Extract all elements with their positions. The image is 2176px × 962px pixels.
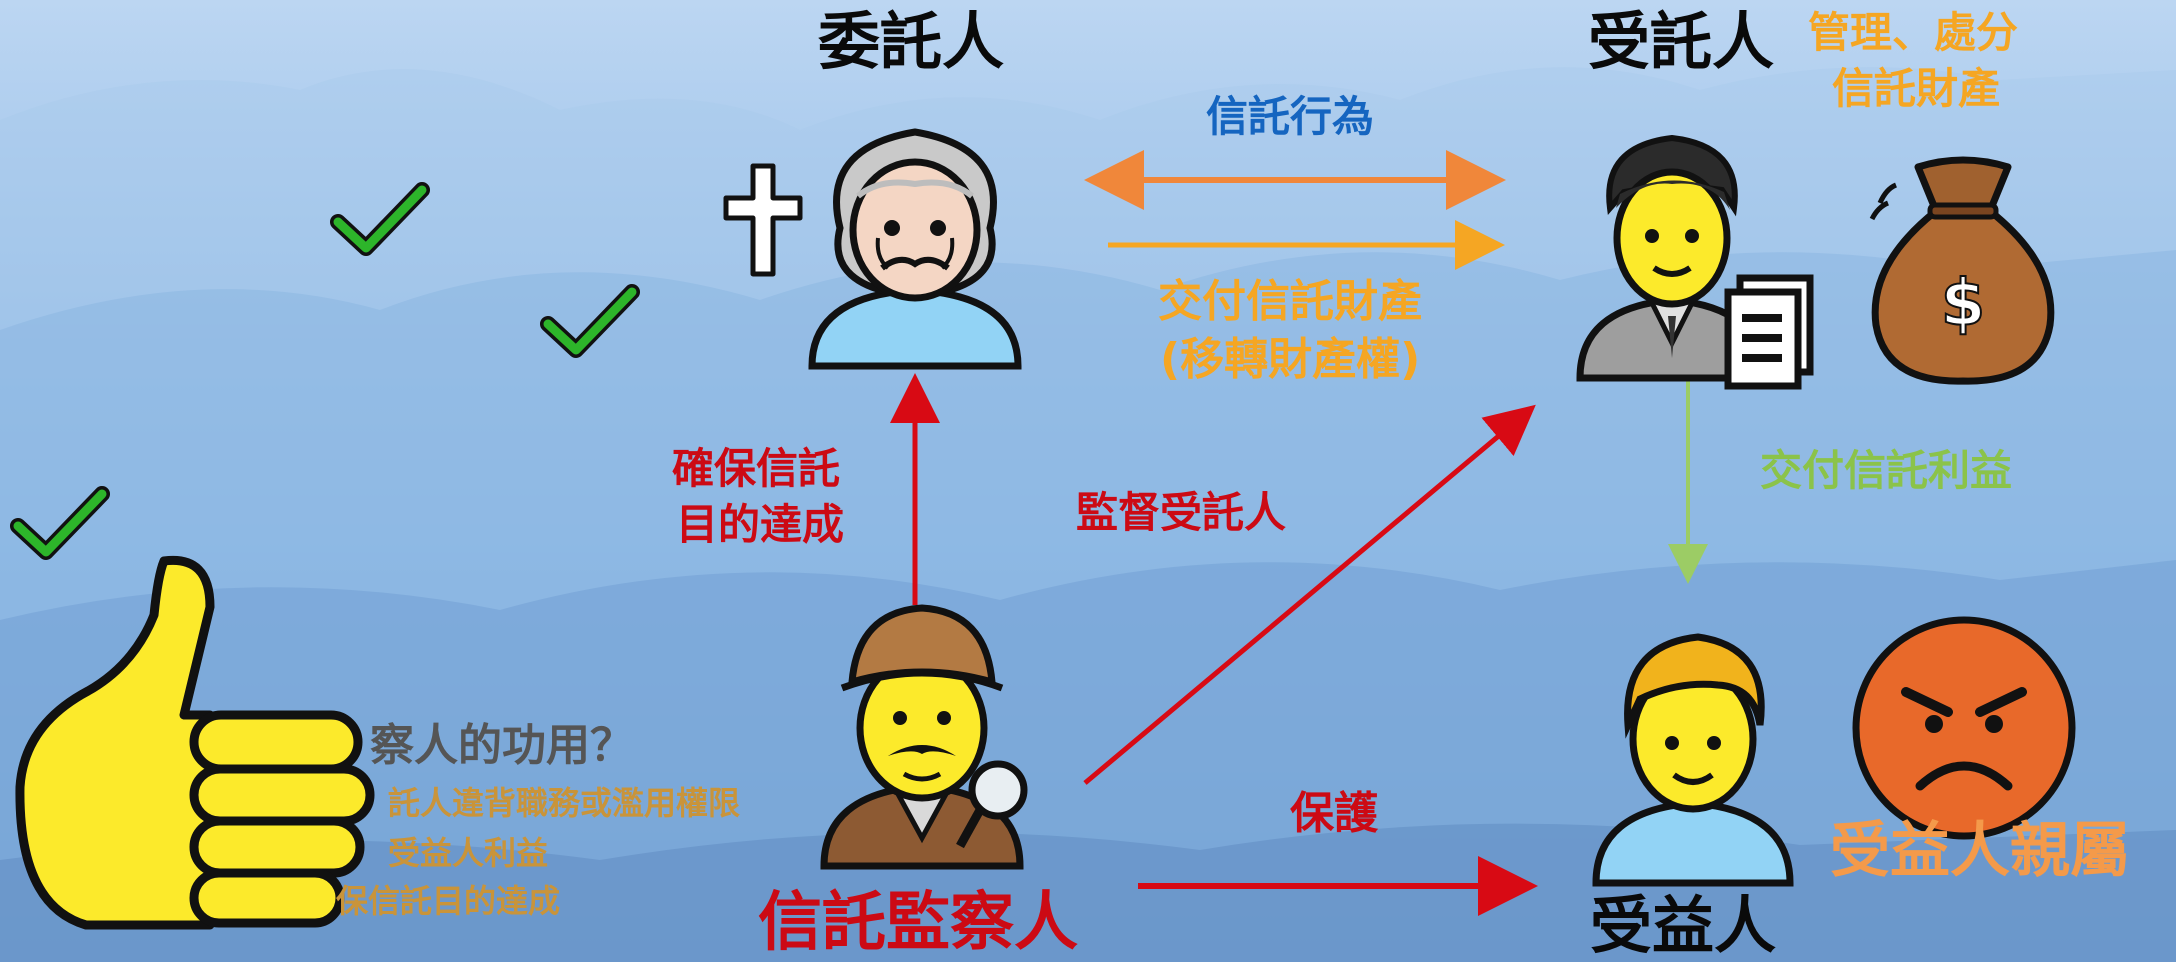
deliver-benefit-label: 交付信託利益 [1760, 446, 2013, 495]
angry-face-icon [1852, 616, 2076, 840]
beneficiary-relatives-label: 受益人親屬 [1830, 816, 2130, 886]
overlay-item-1: 託人違背職務或濫用權限 [388, 784, 741, 822]
svg-text:$: $ [1941, 267, 1986, 341]
overlay-item-3: 保信託目的達成 [336, 882, 561, 920]
trustee-duty-line2: 信託財產 [1832, 64, 2001, 113]
elderly-man-icon [808, 128, 1022, 370]
ensure-purpose-line1: 確保信託 [672, 444, 841, 493]
money-bag-icon: $ [1869, 156, 2055, 385]
detective-icon [820, 604, 1028, 870]
deliver-property-line1: 交付信託財產 [1158, 276, 1422, 327]
trustee-duty-line1: 管理、處分 [1808, 8, 2019, 57]
thumbs-up-icon [15, 555, 375, 930]
deliver-property-line2: (移轉財產權) [1160, 334, 1421, 385]
supervise-trustee-arrow [1083, 404, 1536, 785]
supervisor-label: 信託監察人 [758, 886, 1078, 960]
cross-icon [723, 163, 803, 277]
checkmark-icon [330, 182, 430, 256]
checkmark-icon [10, 486, 110, 560]
beneficiary-label: 受益人 [1590, 889, 1777, 962]
checkmark-icon [540, 284, 640, 358]
ensure-purpose-line2: 目的達成 [676, 500, 845, 549]
protect-label: 保護 [1290, 788, 1378, 839]
trust-act-label: 信託行為 [1206, 92, 1375, 141]
young-man-icon [1592, 633, 1794, 887]
settlor-label: 委託人 [818, 5, 1005, 78]
supervise-trustee-label: 監督受託人 [1076, 488, 1287, 537]
businessman-icon [1576, 134, 1814, 390]
overlay-item-2: 受益人利益 [388, 834, 549, 872]
overlay-title: 察人的功用？ [370, 720, 634, 771]
trustee-label: 受託人 [1588, 5, 1775, 78]
